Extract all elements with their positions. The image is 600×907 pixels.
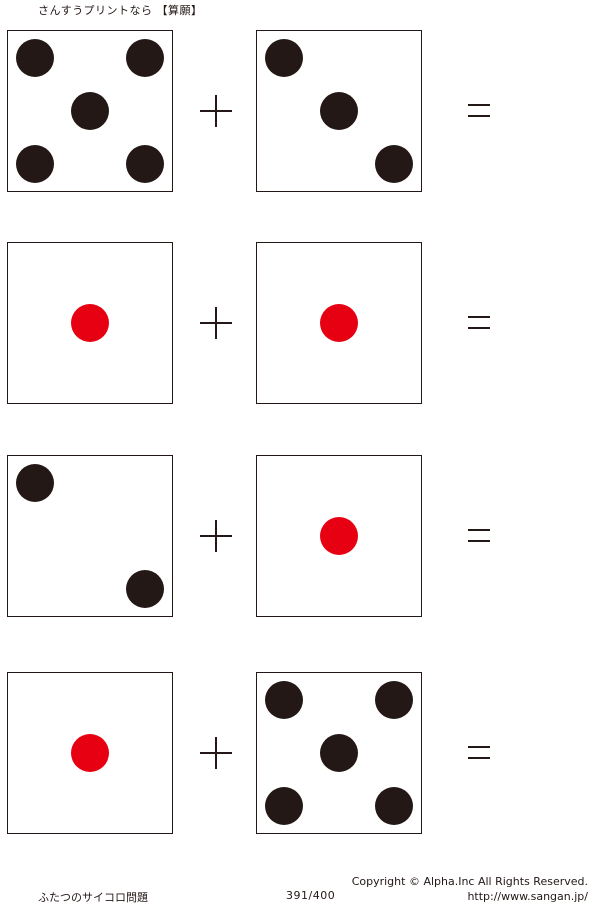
equals-icon [468,529,490,542]
black-pip [374,787,413,826]
page-header: さんすうプリントなら 【算願】 [38,4,203,17]
die-right [256,30,422,192]
black-pip [125,145,164,184]
worksheet-title: ふたつのサイコロ問題 [38,891,148,904]
black-pip [265,787,304,826]
black-pip [71,92,109,130]
black-pip [265,38,304,77]
black-pip [265,680,304,719]
black-pip [16,38,55,77]
site-url: http://www.sangan.jp/ [467,890,588,903]
red-pip [71,304,109,342]
equals-icon [468,104,490,117]
die-left [7,30,173,192]
die-left [7,672,173,834]
die-right [256,242,422,404]
equals-icon [468,316,490,329]
red-pip [320,517,358,555]
footer-credits: Copyright © Alpha.Inc All Rights Reserve… [352,874,588,904]
red-pip [320,304,358,342]
black-pip [320,734,358,772]
black-pip [125,38,164,77]
black-pip [16,463,55,502]
plus-icon [200,307,232,339]
copyright-text: Copyright © Alpha.Inc All Rights Reserve… [351,875,588,888]
black-pip [125,570,164,609]
black-pip [374,145,413,184]
page-number: 391/400 [286,889,336,902]
die-right [256,455,422,617]
plus-icon [200,520,232,552]
plus-icon [200,737,232,769]
black-pip [16,145,55,184]
die-left [7,455,173,617]
die-left [7,242,173,404]
black-pip [374,680,413,719]
plus-icon [200,95,232,127]
equals-icon [468,746,490,759]
die-right [256,672,422,834]
red-pip [71,734,109,772]
black-pip [320,92,358,130]
